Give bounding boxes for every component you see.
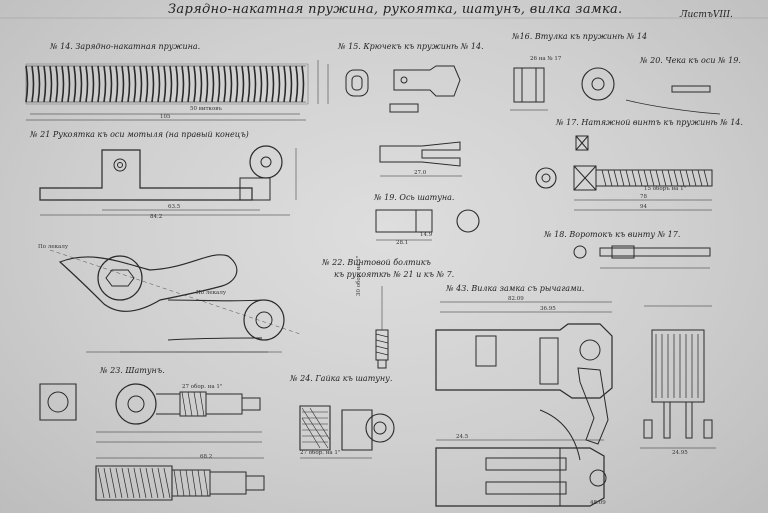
label-part-15: № 15. Крючекъ къ пружинѣ № 14. (338, 42, 484, 51)
label-part-18: № 18. Воротокъ къ винту № 17. (544, 230, 681, 239)
screw-17 (536, 136, 712, 210)
fork-43 (436, 302, 716, 506)
dim-crank-thread: 27 обор. на 1" (182, 384, 223, 390)
bolt-22 (376, 286, 388, 368)
bar-18 (574, 246, 710, 268)
dim-screw-thread: 15 оборъ на 1" (644, 186, 687, 192)
dim-fork-total: 82.09 (508, 296, 524, 302)
dim-fork-right: 24.95 (672, 450, 688, 456)
dim-spring-length: 105 (160, 114, 171, 120)
dim-screw-total: 94 (640, 204, 647, 210)
label-part-22-line1: № 22. Винтовой болтикъ (322, 258, 431, 267)
axle-19 (376, 210, 479, 240)
sheet-number: ЛистъVIII. (680, 10, 733, 20)
dim-fork-sub: 36.95 (540, 306, 556, 312)
label-part-17: № 17. Натяжной винтъ къ пружинѣ № 14. (556, 118, 743, 127)
dim-handle-template-b: По лекалу (196, 290, 227, 296)
dim-screw-length: 78 (640, 194, 647, 200)
hook-15 (346, 66, 462, 176)
dim-sleeve-note: 26 на № 17 (530, 56, 562, 62)
sheet-title: Зарядно-накатная пружина, рукоятка, шату… (168, 2, 623, 17)
handle-21 (40, 146, 300, 352)
dim-handle-template-a: По лекалу (38, 244, 69, 250)
label-part-20: № 20. Чека къ оси № 19. (640, 56, 741, 65)
dim-hook-length: 27.0 (414, 170, 427, 176)
label-part-22-line2: къ рукояткѣ № 21 и къ № 7. (334, 270, 455, 279)
dim-bolt-thread: 30 обор. на 1" (356, 255, 362, 296)
dim-axle-part: 14.9 (420, 232, 433, 238)
label-part-43: № 43. Вилка замка съ рычагами. (446, 284, 585, 293)
label-part-21: № 21 Рукоятка къ оси мотыля (на правый к… (30, 130, 249, 139)
dim-spring-coils: 50 витковъ (190, 106, 222, 112)
label-part-24: № 24. Гайка къ шатуну. (290, 374, 393, 383)
dim-handle-part: 63.5 (168, 204, 181, 210)
dim-fork-lower-total: 48.09 (590, 500, 606, 506)
dim-nut-thread: 27 обор. на 1" (300, 450, 341, 456)
label-part-19: № 19. Ось шатуна. (374, 193, 455, 202)
nut-24 (300, 406, 394, 458)
label-part-23: № 23. Шатунъ. (100, 366, 165, 375)
sleeve-16 (510, 68, 614, 110)
crank-23 (40, 384, 264, 500)
pin-20 (626, 86, 720, 114)
dim-crank-length: 68.2 (200, 454, 213, 460)
spring-14 (26, 60, 328, 120)
label-part-14: № 14. Зарядно-накатная пружина. (50, 42, 201, 51)
dim-fork-lower: 24.5 (456, 434, 469, 440)
dim-handle-length: 84.2 (150, 214, 163, 220)
label-part-16: №16. Втулка къ пружинѣ № 14 (512, 32, 648, 41)
dim-axle-length: 28.1 (396, 240, 409, 246)
